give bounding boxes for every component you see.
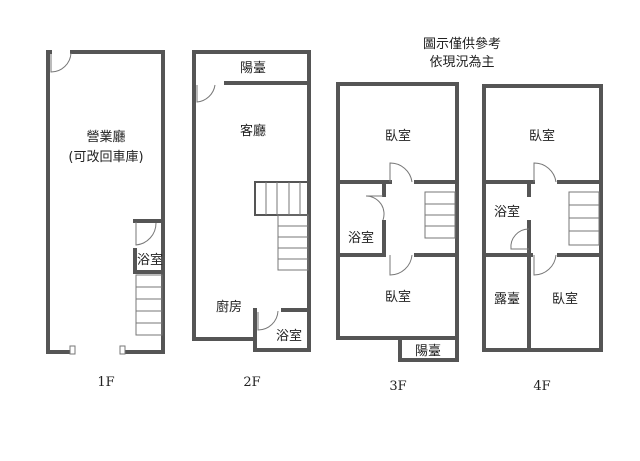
door-icon — [365, 195, 385, 221]
floor-label-3f: 3F — [389, 379, 406, 394]
floor-2f-plan: 陽臺 客廳 廚房 浴室 2F — [192, 50, 311, 390]
room-label: 臥室 — [385, 128, 411, 144]
floor-4f-plan: 臥室 浴室 露臺 臥室 4F — [482, 84, 603, 394]
room-label: 浴室 — [494, 204, 520, 220]
room-label: 臥室 — [552, 291, 578, 307]
stairs-icon — [424, 191, 456, 239]
floor-1f-plan: 營業廳 (可改回車庫) 浴室 1F — [46, 50, 165, 390]
disclaimer-line-2: 依現況為主 — [429, 54, 494, 70]
room-label: 浴室 — [276, 328, 302, 344]
room-label: 陽臺 — [240, 61, 266, 76]
door-icon — [196, 84, 216, 103]
floor-label-4f: 4F — [533, 379, 550, 394]
stairs-icon — [135, 274, 163, 336]
disclaimer-line-1: 圖示僅供參考 — [423, 37, 501, 52]
floor-label-1f: 1F — [97, 375, 114, 390]
room-label: 客廳 — [240, 123, 266, 139]
room-label: 露臺 — [494, 292, 520, 307]
stairs-icon — [568, 191, 600, 246]
room-label: 廚房 — [216, 299, 242, 315]
room-label: 浴室 — [137, 252, 163, 268]
door-icon — [533, 162, 557, 183]
stairs-icon — [254, 181, 309, 271]
door-icon — [389, 254, 413, 276]
door-icon — [50, 52, 72, 73]
room-label: (可改回車庫) — [68, 150, 143, 165]
door-icon — [135, 222, 157, 246]
door-icon — [533, 254, 557, 276]
floor-3f-plan: 臥室 浴室 臥室 陽臺 3F — [336, 82, 459, 394]
room-label: 營業廳 — [86, 129, 125, 145]
door-icon — [510, 228, 530, 250]
room-label: 浴室 — [348, 230, 374, 246]
floor-label-2f: 2F — [243, 375, 260, 390]
room-label: 臥室 — [529, 128, 555, 144]
room-label: 臥室 — [385, 289, 411, 305]
door-icon — [389, 162, 413, 183]
room-label: 陽臺 — [415, 344, 441, 359]
door-icon — [257, 310, 279, 331]
